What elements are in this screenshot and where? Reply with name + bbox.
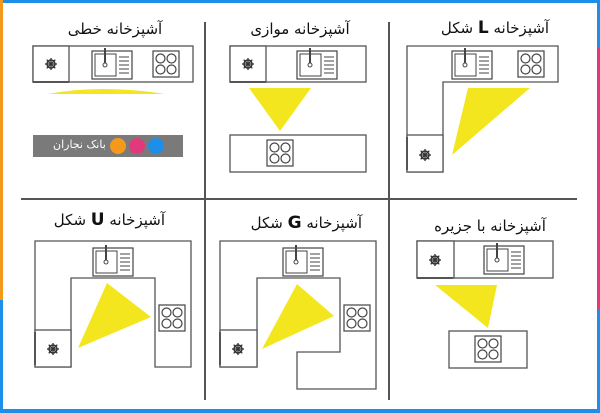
watermark-text: بانک نجاران	[53, 138, 106, 151]
title-prefix: آشپزخانه	[306, 214, 362, 232]
title-suffix: شکل	[53, 211, 87, 229]
title-letter: G	[287, 213, 302, 233]
u-shape-kitchen-plan	[34, 240, 192, 368]
work-triangle	[452, 88, 530, 155]
title-letter: U	[90, 210, 105, 230]
stove-icon	[474, 335, 502, 363]
watermark-dot-pink	[129, 138, 145, 154]
title-prefix: آشپزخانه	[493, 19, 550, 37]
fridge-icon	[231, 342, 245, 356]
frame-border-left-blue	[0, 300, 3, 413]
panel-title-island: آشپزخانه با جزیره	[434, 217, 546, 235]
fridge-icon	[241, 57, 255, 71]
work-triangle	[249, 88, 311, 131]
fridge-icon	[46, 342, 60, 356]
stove-icon	[266, 139, 294, 167]
fridge-icon	[418, 148, 432, 162]
linear-kitchen-plan	[32, 45, 194, 94]
sink-icon	[282, 244, 324, 277]
g-shape-kitchen-plan	[219, 240, 377, 390]
sink-icon	[483, 242, 525, 275]
work-triangle	[48, 89, 165, 94]
stove-icon	[517, 50, 545, 78]
panel-title-g-shape: آشپزخانه G شکل	[250, 213, 362, 233]
title-suffix: شکل	[440, 19, 474, 37]
island-kitchen-plan	[416, 240, 554, 369]
frame-border-left-orange	[0, 0, 3, 300]
sink-icon	[91, 47, 133, 80]
frame-border-right-pink	[597, 48, 600, 310]
l-shape-kitchen-plan	[406, 45, 559, 173]
work-triangle	[78, 283, 151, 348]
work-triangle	[262, 284, 334, 349]
watermark-dot-blue	[148, 138, 164, 154]
panel-title-linear: آشپزخانه خطی	[67, 20, 163, 38]
parallel-kitchen-plan	[229, 45, 367, 173]
panel-title-parallel: آشپزخانه موازی	[250, 20, 350, 38]
fridge-icon	[44, 57, 58, 71]
frame-border-right-blue-lower	[597, 310, 600, 413]
grid-divider-vertical-1	[204, 22, 206, 400]
frame-border-top	[0, 0, 600, 3]
fridge-icon	[428, 253, 442, 267]
panel-title-l-shape: آشپزخانه L شکل	[440, 18, 550, 38]
title-letter: L	[477, 18, 489, 38]
stove-icon	[152, 50, 180, 78]
stove-icon	[158, 304, 186, 332]
panel-title-u-shape: آشپزخانه U شکل	[53, 210, 165, 230]
sink-icon	[451, 47, 493, 80]
frame-border-bottom	[0, 409, 600, 413]
stove-icon	[343, 304, 371, 332]
sink-icon	[296, 47, 338, 80]
watermark-dot-orange	[110, 138, 126, 154]
sink-icon	[92, 244, 134, 277]
watermark-badge: بانک نجاران	[33, 135, 183, 157]
title-suffix: شکل	[250, 214, 283, 232]
grid-divider-vertical-2	[388, 22, 390, 400]
grid-divider-horizontal	[21, 198, 577, 200]
frame-border-right-blue	[597, 0, 600, 48]
title-prefix: آشپزخانه	[109, 211, 165, 229]
work-triangle	[435, 285, 497, 328]
